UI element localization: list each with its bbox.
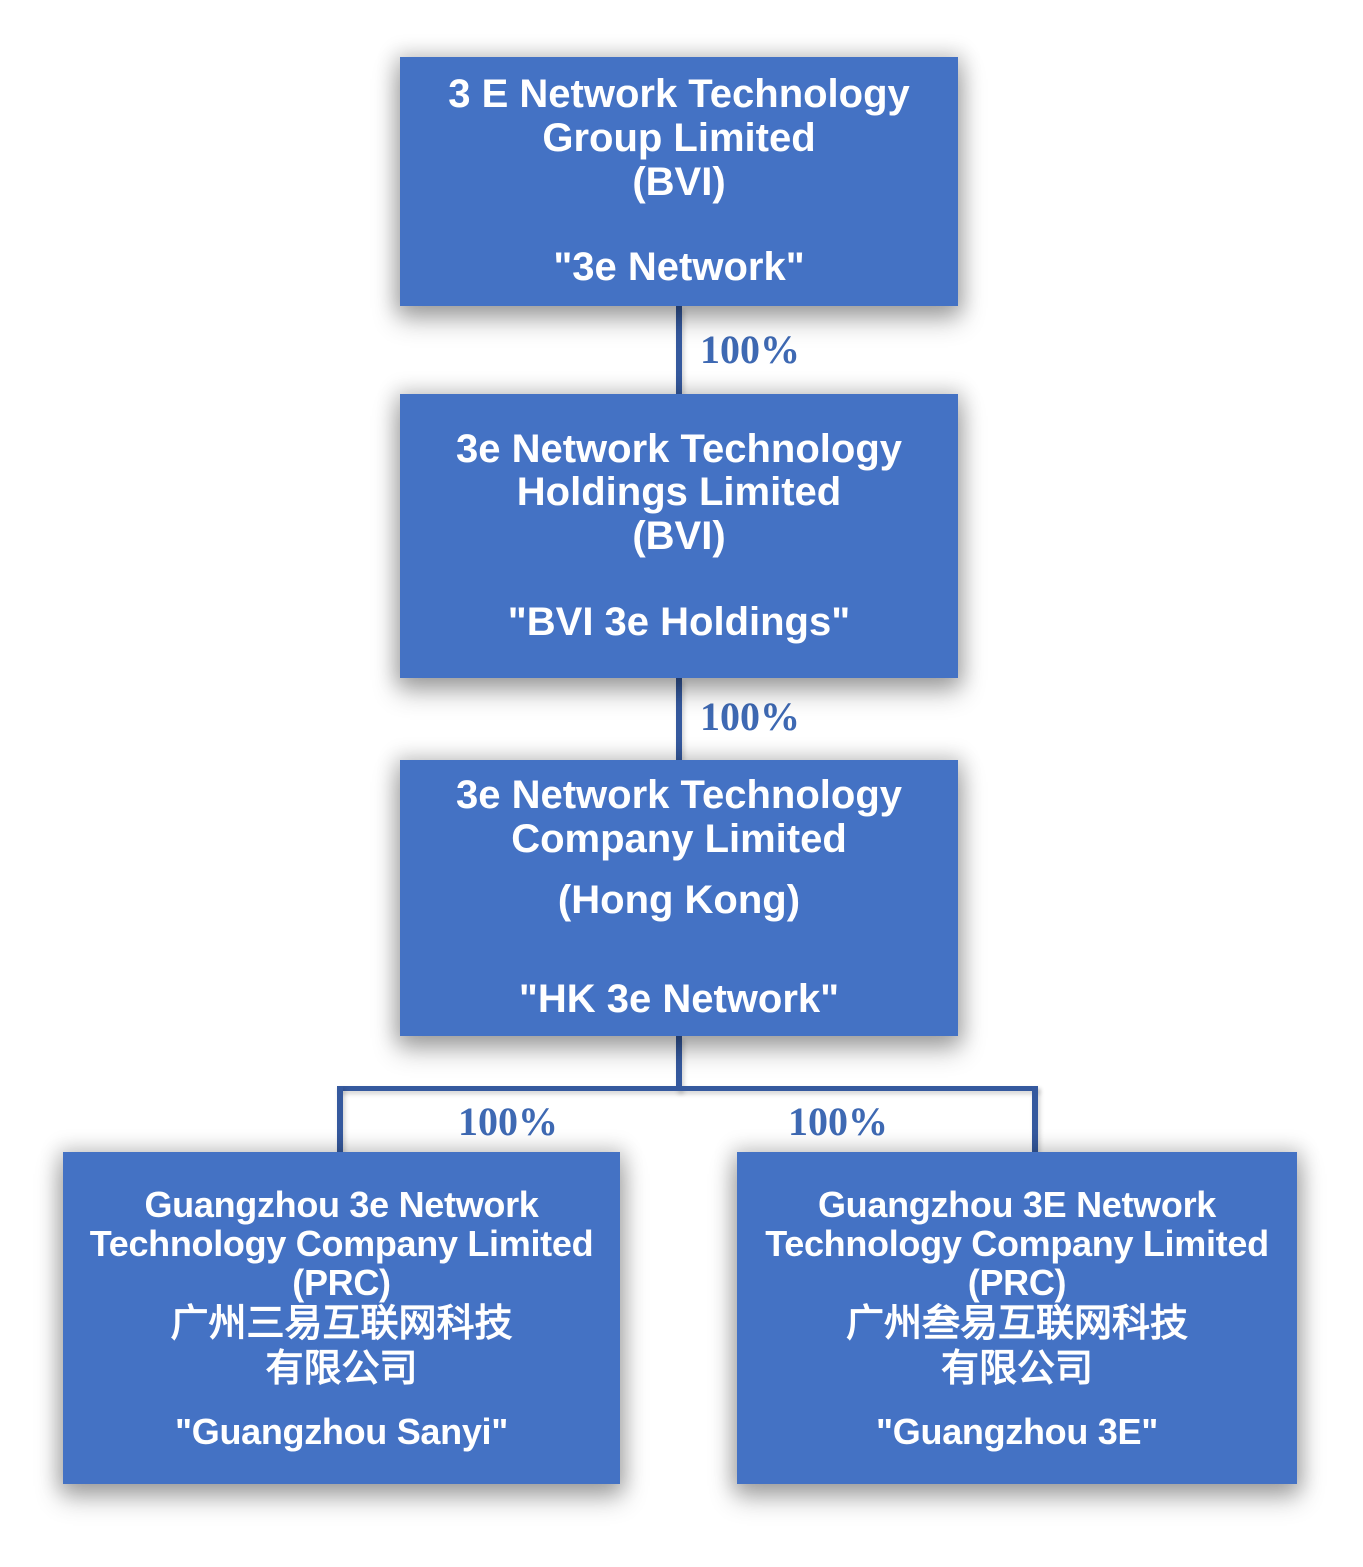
company-short-name: "HK 3e Network": [518, 977, 840, 1022]
company-short-name: "Guangzhou 3E": [876, 1411, 1158, 1453]
connector-horizontal-branch: [337, 1086, 1038, 1091]
ownership-label-hk-g3e: 100%: [788, 1099, 888, 1144]
company-node-guangzhou-sanyi: Guangzhou 3e Network Technology Company …: [63, 1152, 620, 1484]
company-name-line: Holdings Limited: [516, 470, 842, 515]
connector-drop-sanyi: [337, 1086, 343, 1152]
company-name-line: Technology Company Limited: [89, 1222, 594, 1264]
company-node-guangzhou-3e: Guangzhou 3E Network Technology Company …: [737, 1152, 1297, 1484]
connector-holdings-hk: [676, 678, 682, 760]
company-name-line: Company Limited: [511, 816, 847, 861]
connector-hk-stem: [676, 1036, 682, 1091]
company-node-hk-3e-network: 3e Network Technology Company Limited (H…: [400, 760, 958, 1036]
company-jurisdiction: (PRC): [292, 1262, 391, 1304]
company-jurisdiction: (BVI): [632, 159, 726, 204]
company-jurisdiction: (Hong Kong): [557, 877, 801, 922]
company-chinese-name-line: 广州三易互联网科技: [170, 1303, 513, 1346]
ownership-label-holdings-hk: 100%: [700, 694, 800, 739]
company-node-3e-network-group: 3 E Network Technology Group Limited (BV…: [400, 57, 958, 306]
ownership-label-hk-sanyi: 100%: [458, 1099, 558, 1144]
connector-drop-g3e: [1032, 1086, 1038, 1152]
company-name-line: 3e Network Technology: [455, 426, 902, 471]
company-chinese-name-line: 广州叁易互联网科技: [845, 1303, 1188, 1346]
company-name-line: Technology Company Limited: [765, 1222, 1269, 1264]
company-name-line: 3 E Network Technology: [448, 72, 910, 117]
company-chinese-name-line: 有限公司: [940, 1348, 1093, 1391]
company-chinese-name-line: 有限公司: [265, 1348, 418, 1391]
company-jurisdiction: (PRC): [967, 1262, 1067, 1304]
company-name-line: Guangzhou 3E Network: [817, 1183, 1217, 1225]
connector-root-holdings: [676, 306, 682, 394]
company-short-name: "BVI 3e Holdings": [507, 599, 851, 644]
company-name-line: Group Limited: [542, 115, 816, 160]
company-name-line: 3e Network Technology: [455, 773, 902, 818]
company-jurisdiction: (BVI): [632, 514, 726, 558]
company-short-name: "3e Network": [553, 245, 805, 290]
company-node-bvi-3e-holdings: 3e Network Technology Holdings Limited (…: [400, 394, 958, 678]
ownership-label-root-holdings: 100%: [700, 327, 800, 372]
company-name-line: Guangzhou 3e Network: [144, 1183, 539, 1225]
company-short-name: "Guangzhou Sanyi": [174, 1411, 509, 1453]
